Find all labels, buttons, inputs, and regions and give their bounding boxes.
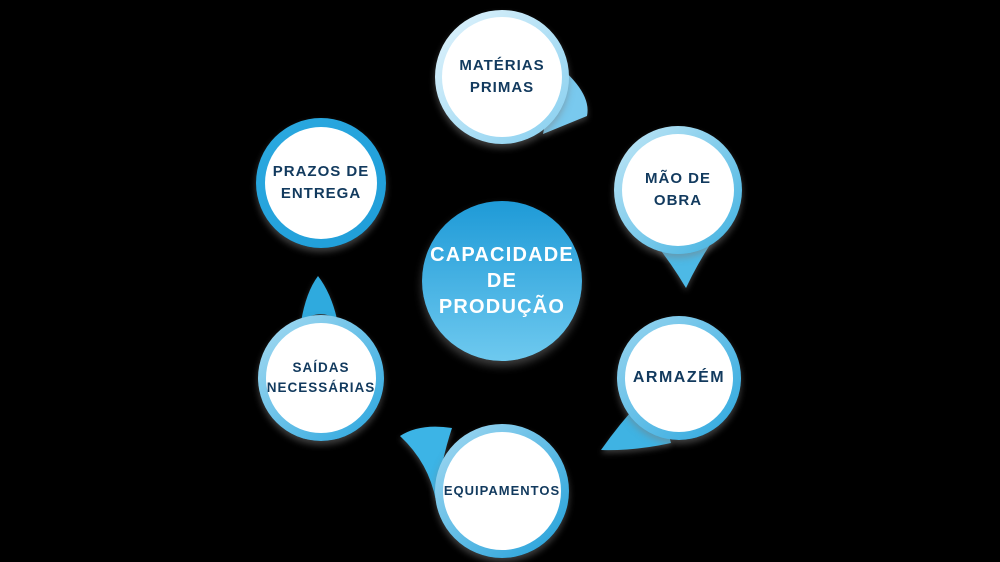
- label-line: ARMAZÉM: [632, 369, 726, 386]
- label-line: DE: [486, 270, 518, 292]
- bubble-armazem-label: ARMAZÉM: [617, 316, 741, 440]
- label-line: SAÍDAS: [292, 359, 350, 375]
- label-line: PRODUÇÃO: [438, 296, 566, 318]
- bubble-prazos-de-entrega: PRAZOS DE ENTREGA: [256, 118, 386, 248]
- label-line: OBRA: [653, 192, 703, 209]
- bubble-materias-primas-label: MATÉRIAS PRIMAS: [435, 10, 569, 144]
- label-line: NECESSÁRIAS: [266, 380, 376, 395]
- label-line: MATÉRIAS: [459, 56, 545, 74]
- bubble-equipamentos: EQUIPAMENTOS: [435, 424, 569, 558]
- bubble-mao-de-obra: MÃO DE OBRA: [614, 126, 742, 254]
- bubble-prazos-de-entrega-label: PRAZOS DE ENTREGA: [256, 118, 386, 248]
- bubble-mao-de-obra-label: MÃO DE OBRA: [614, 126, 742, 254]
- bubble-saidas-necessarias-label: SAÍDAS NECESSÁRIAS: [258, 315, 384, 441]
- label-line: ENTREGA: [280, 185, 362, 202]
- bubble-mao-de-obra-face: [622, 134, 734, 246]
- label-line: PRAZOS DE: [272, 162, 370, 180]
- bubble-equipamentos-label: EQUIPAMENTOS: [435, 424, 569, 558]
- bubble-armazem-face: [625, 324, 733, 432]
- bubble-saidas-necessarias-face: [266, 323, 376, 433]
- bubble-materias-primas-face: [442, 17, 562, 137]
- label-line: EQUIPAMENTOS: [443, 483, 561, 499]
- bubble-capacidade-de-producao: CAPACIDADE DE PRODUÇÃO: [422, 201, 582, 361]
- label-line: MÃO DE: [645, 169, 711, 187]
- bubble-saidas-necessarias: SAÍDAS NECESSÁRIAS: [258, 315, 384, 441]
- saidas-necessarias-tail: [301, 276, 337, 322]
- equipamentos-tail: [400, 426, 452, 501]
- bubble-capacidade-de-producao-label: CAPACIDADE DE PRODUÇÃO: [422, 201, 582, 361]
- bubble-armazem: ARMAZÉM: [617, 316, 741, 440]
- label-line: CAPACIDADE: [430, 244, 574, 266]
- bubble-equipamentos-face: [443, 432, 561, 550]
- bubble-materias-primas: MATÉRIAS PRIMAS: [435, 10, 569, 144]
- bubble-prazos-de-entrega-face: [265, 127, 377, 239]
- label-line: PRIMAS: [469, 79, 535, 96]
